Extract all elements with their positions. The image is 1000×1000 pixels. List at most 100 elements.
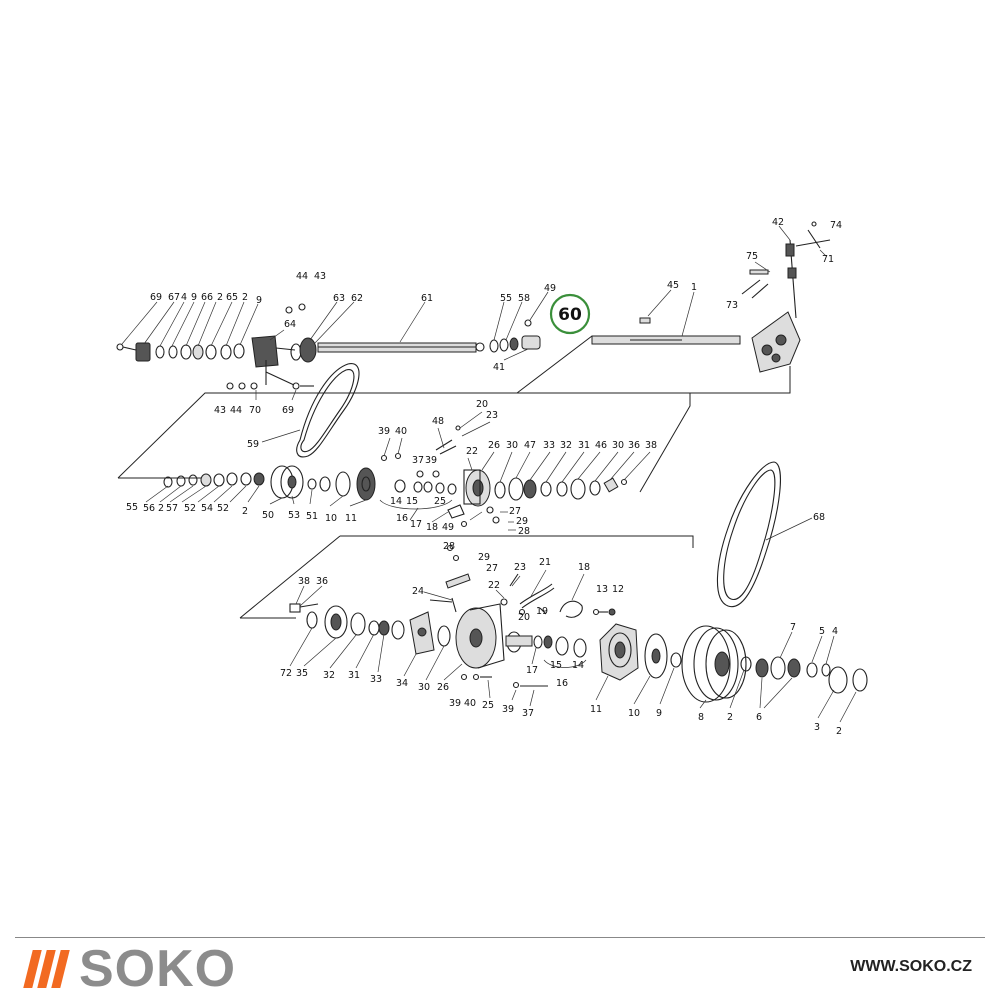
part-coupler-41 [521, 335, 541, 350]
callout-37: 37 [412, 455, 424, 466]
callout-27b: 27 [486, 563, 498, 574]
callout-14b: 14 [572, 660, 584, 671]
callout-43: 43 [314, 271, 326, 282]
callout-50: 50 [262, 510, 274, 521]
callout-35: 35 [296, 668, 308, 679]
callout-59: 59 [247, 439, 259, 450]
callout-5: 5 [819, 626, 825, 637]
callout-44: 44 [296, 271, 308, 282]
callout-30: 30 [506, 440, 518, 451]
callout-37b: 37 [522, 708, 534, 719]
callout-41: 41 [493, 362, 505, 373]
callout-28: 28 [518, 526, 530, 537]
highlight-callout-60: 60 [549, 293, 591, 335]
callout-17b: 17 [526, 665, 538, 676]
callout-32b: 32 [323, 670, 335, 681]
part-washers-left [155, 343, 245, 360]
callout-16: 16 [396, 513, 408, 524]
callout-51: 51 [306, 511, 318, 522]
callout-4: 4 [181, 292, 187, 303]
callout-61: 61 [421, 293, 433, 304]
callout-30b: 30 [612, 440, 624, 451]
callout-6: 6 [756, 712, 762, 723]
callout-14: 14 [390, 496, 402, 507]
part-pulley-8 [681, 625, 747, 703]
callout-2b: 2 [242, 292, 248, 303]
callout-labels: 69 67 4 9 66 2 65 2 9 44 43 64 63 62 61 … [126, 217, 842, 737]
callout-29b: 29 [478, 552, 490, 563]
callout-42: 42 [772, 217, 784, 228]
part-shaft-1 [591, 335, 741, 345]
part-pulley-50 [270, 465, 304, 499]
callout-34: 34 [396, 678, 408, 689]
callout-28b: 28 [443, 541, 455, 552]
callout-10: 10 [325, 513, 337, 524]
callout-20b: 20 [518, 612, 530, 623]
callout-1: 1 [691, 282, 697, 293]
callout-48: 48 [432, 416, 444, 427]
callout-7: 7 [790, 622, 796, 633]
callout-71: 71 [822, 254, 834, 265]
part-ring-63 [290, 343, 302, 361]
part-drum-25 [455, 603, 505, 669]
part-housing-26 [463, 469, 491, 507]
callout-49b: 49 [442, 522, 454, 533]
callout-24: 24 [412, 586, 424, 597]
part-disc-10-lower [644, 633, 668, 679]
brand-logo: SOKO [23, 940, 237, 998]
footer-divider [15, 937, 985, 938]
part-belt-59 [296, 363, 360, 458]
callout-52b: 52 [217, 503, 229, 514]
callout-70: 70 [249, 405, 261, 416]
callout-58: 58 [518, 293, 530, 304]
callout-31: 31 [578, 440, 590, 451]
callout-52: 52 [184, 503, 196, 514]
callout-9: 9 [656, 708, 662, 719]
part-belt-68 [716, 461, 781, 608]
callout-18b: 18 [578, 562, 590, 573]
callout-25: 25 [434, 496, 446, 507]
callout-21: 21 [539, 557, 551, 568]
part-clutch-11-lower [599, 623, 639, 681]
callout-38b: 38 [298, 576, 310, 587]
callout-2e: 2 [727, 712, 733, 723]
callout-31b: 31 [348, 670, 360, 681]
callout-16b: 16 [556, 678, 568, 689]
callout-69b: 69 [282, 405, 294, 416]
callout-10b: 10 [628, 708, 640, 719]
callout-25b: 25 [482, 700, 494, 711]
callout-15: 15 [406, 496, 418, 507]
brand-name: SOKO [79, 940, 237, 998]
callout-26: 26 [488, 440, 500, 451]
top-shaft-assembly [116, 221, 831, 390]
part-shaft-61 [317, 342, 485, 353]
callout-22: 22 [466, 446, 478, 457]
callout-74: 74 [830, 220, 842, 231]
callout-17: 17 [410, 519, 422, 530]
callout-11b: 11 [590, 704, 602, 715]
callout-43b: 43 [214, 405, 226, 416]
part-gearbox-right [751, 311, 801, 373]
callout-4b: 4 [832, 626, 838, 637]
callout-66: 66 [201, 292, 213, 303]
callout-39d: 39 [502, 704, 514, 715]
website-link[interactable]: WWW.SOKO.CZ [850, 958, 972, 975]
callout-11: 11 [345, 513, 357, 524]
callout-44b: 44 [230, 405, 242, 416]
callout-20: 20 [476, 399, 488, 410]
callout-2f: 2 [836, 726, 842, 737]
callout-12: 12 [612, 584, 624, 595]
callout-9b: 9 [256, 295, 262, 306]
part-gear-62 [299, 337, 317, 363]
callout-22b: 22 [488, 580, 500, 591]
callout-33: 33 [543, 440, 555, 451]
part-disc-10 [335, 471, 351, 497]
brand-stripes-icon [23, 950, 70, 988]
callout-62: 62 [351, 293, 363, 304]
callout-2: 2 [217, 292, 223, 303]
callout-69: 69 [150, 292, 162, 303]
callout-57: 57 [166, 503, 178, 514]
callout-40b: 40 [464, 698, 476, 709]
middle-row-assembly [163, 425, 628, 528]
part-bracket-69 [135, 342, 151, 362]
